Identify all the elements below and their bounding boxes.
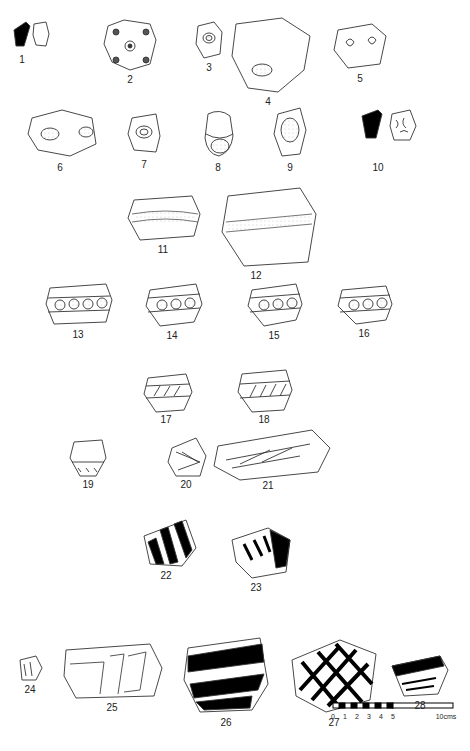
figure-number: 9 — [287, 163, 293, 173]
figure-number: 23 — [250, 583, 261, 593]
sherd — [144, 520, 196, 566]
figure-number: 26 — [220, 718, 231, 728]
figure-number: 13 — [72, 330, 83, 340]
figure-number: 15 — [268, 331, 279, 341]
figure-number: 25 — [106, 703, 117, 713]
sherd — [222, 188, 316, 266]
sherd — [184, 638, 268, 712]
figure-number: 17 — [160, 415, 171, 425]
sherd — [146, 284, 202, 326]
figure-number: 20 — [180, 480, 191, 490]
scale-bar — [333, 703, 453, 708]
sherd — [292, 640, 376, 712]
figure-number: 18 — [258, 415, 269, 425]
sherd — [232, 528, 290, 578]
scale-label: 5 — [391, 713, 395, 720]
figure-number: 6 — [57, 163, 63, 173]
sherd — [64, 644, 162, 698]
rim-profile — [14, 22, 30, 46]
sherd — [392, 656, 448, 696]
figure-number: 14 — [166, 331, 177, 341]
figure-number: 4 — [265, 97, 271, 107]
figure-number: 2 — [127, 75, 133, 85]
sherd — [70, 440, 106, 476]
sherd — [205, 111, 233, 156]
sherd — [338, 286, 392, 324]
sherd — [274, 108, 306, 156]
figure-number: 7 — [141, 160, 147, 170]
sherd — [168, 438, 206, 476]
sherd — [28, 110, 96, 156]
sherd — [128, 114, 160, 152]
sherd — [334, 24, 386, 68]
figure-number: 22 — [160, 571, 171, 581]
figure-number: 24 — [24, 685, 35, 695]
scale-label: 0 — [331, 713, 335, 720]
scale-label: 10cms — [436, 713, 457, 720]
figure-number: 19 — [82, 480, 93, 490]
rim-profile — [362, 110, 382, 138]
sherd — [390, 110, 416, 140]
sherd — [144, 374, 192, 412]
sherd — [232, 18, 310, 92]
figure-number: 21 — [262, 481, 273, 491]
figure-number: 27 — [328, 718, 339, 728]
sherd — [248, 284, 302, 326]
sherd — [33, 22, 49, 46]
sherd — [46, 284, 112, 324]
figure-number: 8 — [215, 163, 221, 173]
scale-label: 1 — [343, 713, 347, 720]
figure-number: 3 — [206, 63, 212, 73]
sherd — [214, 430, 330, 480]
figure-number: 10 — [372, 163, 383, 173]
sherd — [238, 370, 292, 412]
sherd — [104, 20, 156, 70]
figure-number: 1 — [19, 55, 25, 65]
figure-number: 5 — [357, 74, 363, 84]
figure-number: 16 — [358, 329, 369, 339]
sherd — [196, 22, 222, 58]
figure-number: 11 — [158, 245, 168, 255]
figure-number: 28 — [414, 701, 425, 711]
scale-label: 4 — [379, 713, 383, 720]
scale-label: 2 — [355, 713, 359, 720]
sherd — [128, 196, 200, 240]
figure-number: 12 — [250, 271, 261, 281]
scale-label: 3 — [367, 713, 371, 720]
sherd — [20, 656, 42, 680]
